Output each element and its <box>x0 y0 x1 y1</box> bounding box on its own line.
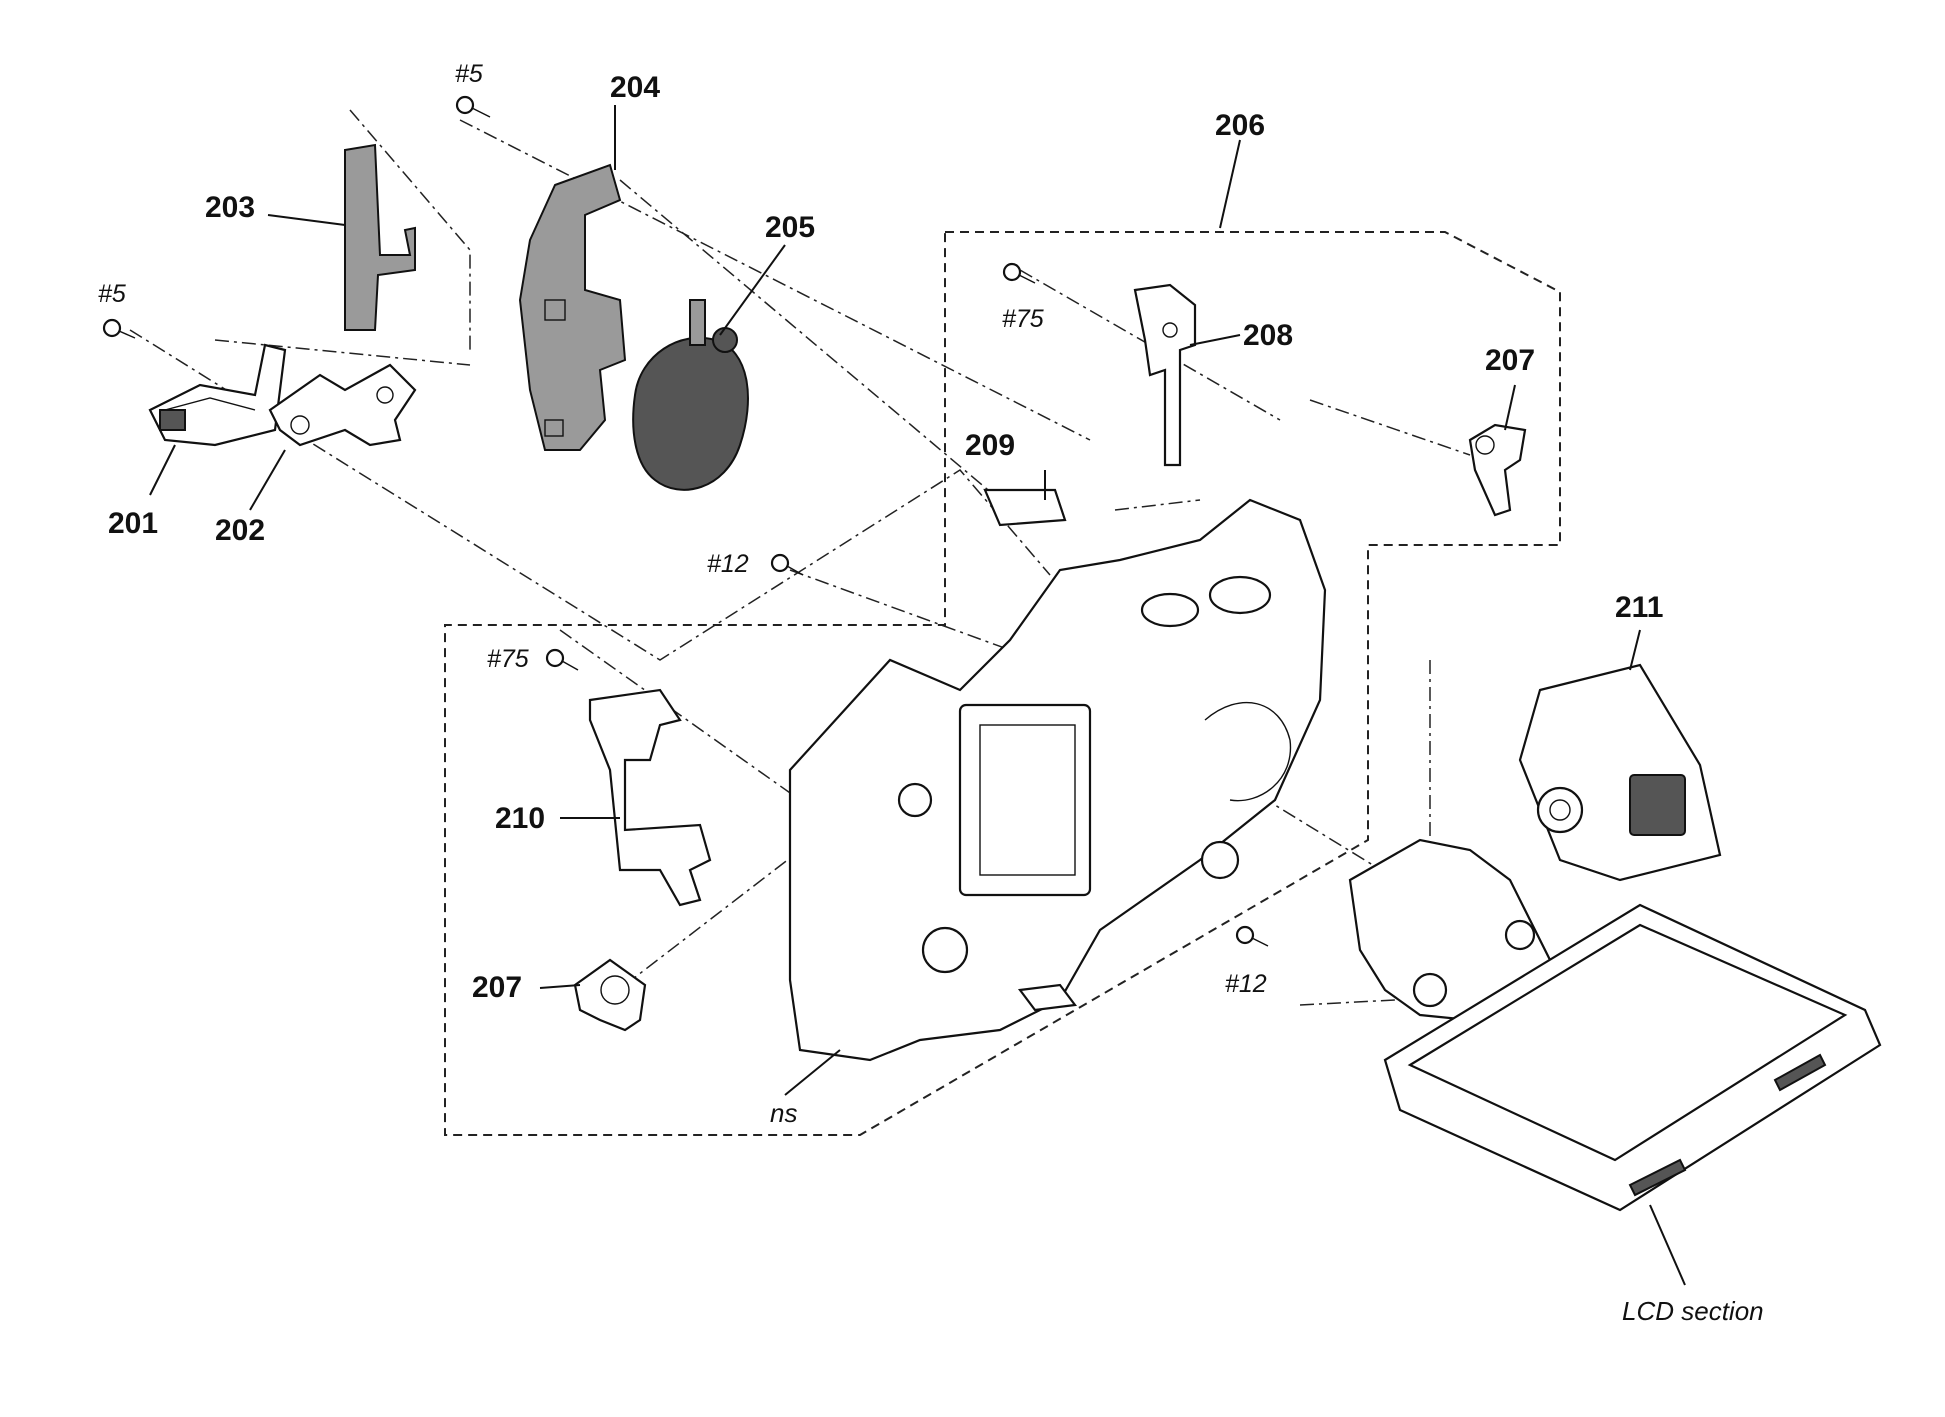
subassembly-206-outline <box>444 231 1561 1136</box>
alignment-lines <box>129 109 1471 1006</box>
screw-label-12-lower: #12 <box>1225 970 1267 998</box>
note-lcd-section: LCD section <box>1622 1296 1764 1326</box>
label-204: 204 <box>610 71 660 104</box>
screw-5-upper <box>455 95 491 118</box>
screw-label-12-upper: #12 <box>707 550 749 578</box>
screw-label-75-lower: #75 <box>487 645 529 673</box>
screw-12-upper <box>770 553 804 576</box>
label-211: 211 <box>1615 591 1663 624</box>
part-201-switch <box>148 343 287 447</box>
screw-labels: #5 #5 #75 #75 #12 #12 <box>98 60 1267 998</box>
part-205-dial <box>632 299 749 491</box>
label-210: 210 <box>495 802 545 835</box>
camera-body-casing <box>788 498 1327 1062</box>
note-ns: ns <box>770 1098 797 1128</box>
part-209-sheet <box>983 488 1067 527</box>
part-203-flex-strip <box>344 143 416 331</box>
part-211-viewfinder <box>1518 663 1722 882</box>
part-labels: 201 202 203 204 205 206 207 207 208 209 … <box>108 71 1663 1004</box>
screw-75-upper <box>1002 262 1036 284</box>
leader-lines <box>149 105 1686 1286</box>
part-208-bracket <box>1133 283 1197 467</box>
screw-label-5-left: #5 <box>98 280 126 308</box>
label-205: 205 <box>765 211 815 244</box>
label-209: 209 <box>965 429 1015 462</box>
screw-5-left <box>102 318 136 339</box>
label-201: 201 <box>108 507 158 540</box>
part-210-bracket <box>588 688 712 907</box>
screw-12-lower <box>1235 925 1269 947</box>
part-202-bracket <box>268 363 417 447</box>
label-208: 208 <box>1243 319 1293 352</box>
screw-label-5-upper: #5 <box>455 60 483 88</box>
label-207-lower: 207 <box>472 971 522 1004</box>
part-207-strap-lug-lower <box>573 958 647 1032</box>
label-206: 206 <box>1215 109 1265 142</box>
lcd-section-assembly <box>1383 903 1882 1212</box>
part-204-flex-circuit <box>518 163 627 451</box>
part-207-strap-lug-upper <box>1468 423 1527 517</box>
screw-75-lower <box>545 648 579 671</box>
hinge-bracket <box>1348 838 1552 1022</box>
label-203: 203 <box>205 191 255 224</box>
label-207-upper: 207 <box>1485 344 1535 377</box>
screw-label-75-upper: #75 <box>1002 305 1044 333</box>
screws <box>102 95 1269 947</box>
label-202: 202 <box>215 514 265 547</box>
